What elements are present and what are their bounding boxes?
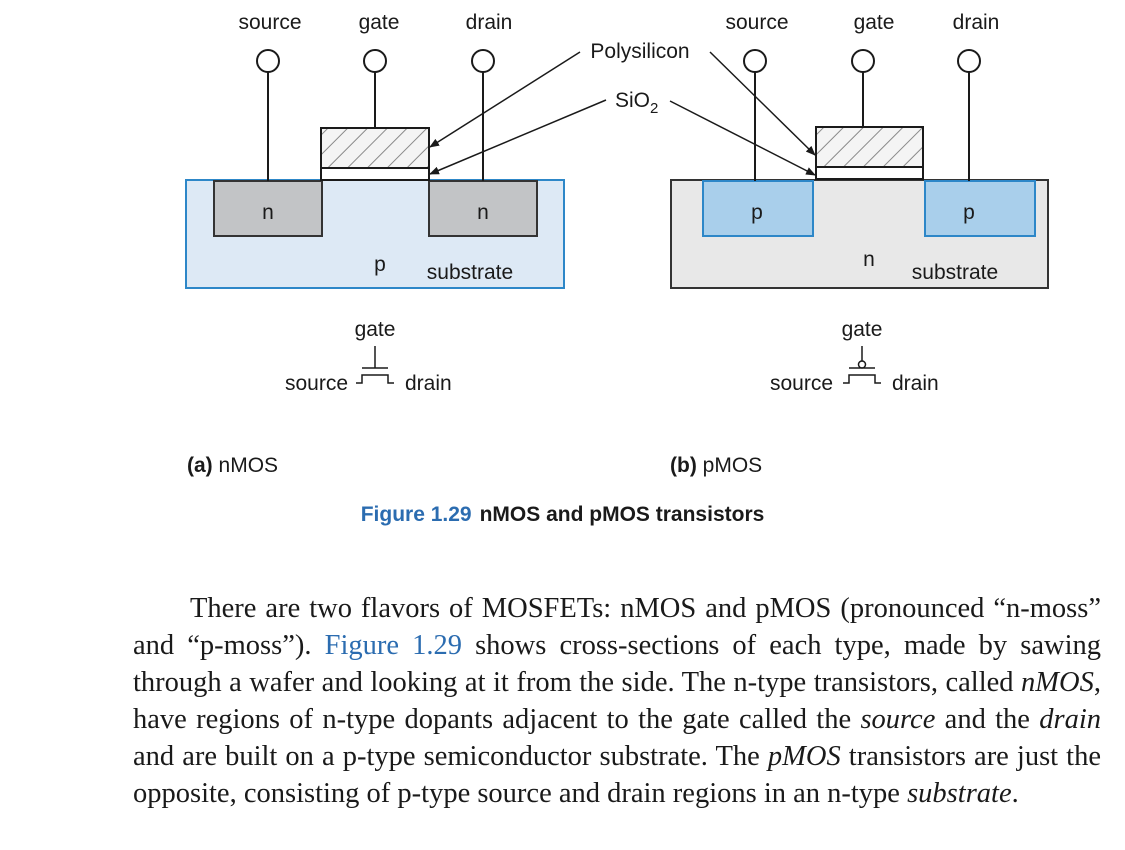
pmos-cross-section: source gate drain p p n substrate bbox=[670, 11, 1049, 289]
p-source-region bbox=[702, 180, 814, 237]
body-paragraph: There are two flavors of MOSFETs: nMOS a… bbox=[133, 593, 1102, 809]
pmos-symbol-source: source bbox=[770, 372, 833, 395]
figure-caption: Figure 1.29 nMOS and pMOS transistors bbox=[0, 503, 1125, 527]
nmos-drain-type: n bbox=[477, 201, 489, 224]
nmos-source-label: source bbox=[238, 11, 301, 34]
nmos-drain-label: drain bbox=[466, 11, 513, 34]
pmos-source-label: source bbox=[725, 11, 788, 34]
nmos-gate-label: gate bbox=[359, 11, 400, 34]
gate-terminal bbox=[363, 49, 387, 73]
sio2-arrow-left bbox=[429, 99, 607, 175]
pmos-substrate-type: n bbox=[863, 248, 875, 271]
nmos-substrate-label: substrate bbox=[427, 261, 513, 284]
nmos-cross-section: source gate drain n n p substrate bbox=[185, 11, 565, 289]
transistor-diagram: source gate drain n n p substrate source… bbox=[185, 11, 1049, 477]
sio2-arrow-right bbox=[669, 100, 816, 176]
pmos-symbol-drain: drain bbox=[892, 372, 939, 395]
pmos-drain-type: p bbox=[963, 201, 975, 224]
callouts: Polysilicon SiO2 bbox=[429, 40, 816, 176]
figure-title: nMOS and pMOS transistors bbox=[479, 503, 765, 526]
pmos-source-type: p bbox=[751, 201, 763, 224]
figure-number: Figure 1.29 bbox=[360, 503, 472, 526]
polysilicon-gate bbox=[320, 127, 430, 169]
pmos-substrate-label: substrate bbox=[912, 261, 998, 284]
pmos-drain-label: drain bbox=[953, 11, 1000, 34]
drain-terminal bbox=[471, 49, 495, 73]
drain-terminal bbox=[957, 49, 981, 73]
pmos-gate-label: gate bbox=[854, 11, 895, 34]
gate-oxide bbox=[320, 167, 430, 181]
gate-oxide bbox=[815, 166, 924, 180]
nmos-source-type: n bbox=[262, 201, 274, 224]
caption-a: (a) nMOS bbox=[187, 454, 278, 477]
nmos-symbol-source: source bbox=[285, 372, 348, 395]
nmos-symbol-gate: gate bbox=[355, 318, 396, 341]
pmos-symbol-gate: gate bbox=[842, 318, 883, 341]
polysilicon-label: Polysilicon bbox=[590, 40, 689, 63]
figure-link[interactable]: Figure 1.29 bbox=[324, 630, 462, 661]
source-terminal bbox=[256, 49, 280, 73]
p-drain-region bbox=[924, 180, 1036, 237]
gate-terminal bbox=[851, 49, 875, 73]
caption-b: (b) pMOS bbox=[670, 454, 762, 477]
source-terminal bbox=[743, 49, 767, 73]
n-source-region bbox=[213, 180, 323, 237]
pmos-symbol bbox=[843, 346, 881, 384]
polysilicon-arrow-right bbox=[709, 51, 816, 156]
nmos-symbol bbox=[356, 346, 394, 384]
polysilicon-arrow-left bbox=[429, 51, 581, 148]
nmos-substrate-type: p bbox=[374, 253, 386, 276]
polysilicon-gate bbox=[815, 126, 924, 168]
sio2-label: SiO2 bbox=[615, 89, 658, 117]
nmos-symbol-drain: drain bbox=[405, 372, 452, 395]
